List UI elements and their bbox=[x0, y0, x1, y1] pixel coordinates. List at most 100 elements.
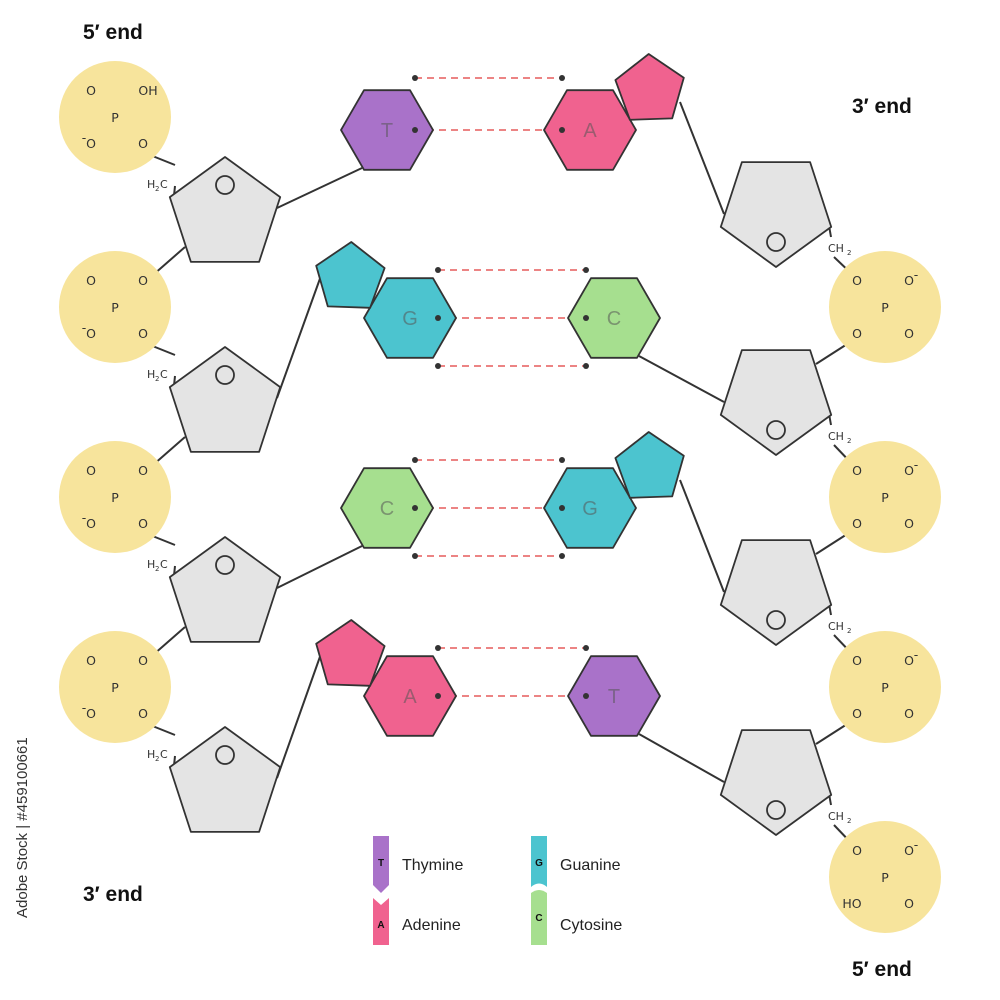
base-letter-T: T bbox=[381, 120, 393, 142]
glycosidic-bond bbox=[276, 167, 363, 209]
legend-swatch-adenine bbox=[373, 898, 389, 945]
base-T-hexagon bbox=[340, 89, 434, 171]
oxygen-atom: O bbox=[86, 273, 96, 288]
hydrogen-bonds bbox=[415, 77, 586, 697]
stock-watermark: Adobe Stock | #459100661 bbox=[14, 737, 31, 918]
base-letter-G: G bbox=[402, 308, 418, 330]
oxygen-atom: O bbox=[86, 463, 96, 478]
oxygen-atom: O bbox=[138, 516, 148, 531]
oxygen-atom: O bbox=[904, 463, 914, 478]
oxygen-atom: O bbox=[852, 706, 862, 721]
hydrogen-bond-endpoint bbox=[583, 363, 589, 369]
hydrogen-bond-endpoint bbox=[412, 127, 418, 133]
base-T-hexagon bbox=[567, 655, 661, 737]
nitrogenous-bases bbox=[315, 53, 685, 737]
legend-letter-adenine: A bbox=[377, 920, 384, 931]
base-G-pentagon bbox=[315, 241, 386, 309]
h2c-label: H bbox=[147, 178, 155, 191]
hydrogen-bond-endpoint bbox=[559, 553, 565, 559]
phosphorus-atom: P bbox=[881, 300, 889, 315]
h2c-label: C bbox=[160, 368, 168, 381]
sugar-ring-oxygen bbox=[215, 745, 235, 765]
legend-item-guanine: G Guanine bbox=[531, 836, 621, 887]
sugar-ring-oxygen bbox=[215, 555, 235, 575]
legend-swatch-thymine bbox=[373, 836, 389, 893]
sugar-pentagon bbox=[719, 161, 833, 268]
sugar-pentagon bbox=[719, 729, 833, 836]
hydroxyl-group: OH bbox=[138, 83, 157, 98]
hydrogen-bond-endpoint bbox=[583, 315, 589, 321]
hydroxyl-group: HO bbox=[842, 896, 861, 911]
hydrogen-bond-endpoint bbox=[412, 553, 418, 559]
negative-charge: - bbox=[914, 457, 919, 472]
sugar-pentagon bbox=[168, 346, 282, 453]
legend-item-cytosine: C Cytosine bbox=[531, 890, 622, 945]
oxygen-atom: O bbox=[86, 516, 96, 531]
phosphorus-atom: P bbox=[111, 300, 119, 315]
ch2-subscript: 2 bbox=[847, 437, 851, 445]
hydrogen-bond-endpoint bbox=[412, 457, 418, 463]
base-letter-A: A bbox=[403, 686, 417, 708]
oxygen-atom: O bbox=[86, 136, 96, 151]
legend-item-thymine: T Thymine bbox=[373, 836, 463, 893]
base-A-pentagon bbox=[614, 53, 685, 121]
oxygen-atom: O bbox=[904, 706, 914, 721]
oxygen-atom: O bbox=[138, 653, 148, 668]
base-G-pentagon bbox=[614, 431, 685, 499]
oxygen-atom: O bbox=[138, 463, 148, 478]
base-G-hexagon bbox=[543, 467, 637, 549]
phosphate-circle bbox=[829, 631, 941, 743]
negative-charge: - bbox=[82, 510, 87, 525]
ch2-label: CH bbox=[828, 810, 844, 823]
negative-charge: - bbox=[914, 837, 919, 852]
ch2-label: CH bbox=[828, 620, 844, 633]
h2c-subscript: 2 bbox=[155, 185, 159, 193]
base-letter-C: C bbox=[607, 308, 621, 330]
oxygen-atom: O bbox=[86, 83, 96, 98]
sugar-pentagon bbox=[168, 156, 282, 263]
legend-swatch-guanine bbox=[531, 836, 547, 887]
oxygen-atom: O bbox=[904, 273, 914, 288]
glycosidic-bond bbox=[276, 650, 323, 779]
legend-label-adenine: Adenine bbox=[402, 917, 461, 934]
sugar-ring-oxygen bbox=[766, 420, 786, 440]
base-A-hexagon bbox=[543, 89, 637, 171]
h2c-label: C bbox=[160, 178, 168, 191]
oxygen-atom: O bbox=[138, 326, 148, 341]
hydrogen-bond-endpoint bbox=[559, 505, 565, 511]
glycosidic-bond bbox=[679, 101, 725, 215]
h2c-subscript: 2 bbox=[155, 565, 159, 573]
hydrogen-bond-endpoint bbox=[435, 693, 441, 699]
hydrogen-bond-endpoint bbox=[412, 75, 418, 81]
hydrogen-bond-endpoint bbox=[412, 505, 418, 511]
oxygen-atom: O bbox=[852, 653, 862, 668]
phosphate-circle bbox=[829, 441, 941, 553]
glycosidic-bond bbox=[638, 355, 725, 403]
legend-item-adenine: A Adenine bbox=[373, 898, 461, 945]
phosphate-circle bbox=[59, 251, 171, 363]
negative-charge: - bbox=[82, 130, 87, 145]
oxygen-atom: O bbox=[852, 326, 862, 341]
sugar-ring-oxygen bbox=[766, 232, 786, 252]
oxygen-atom: O bbox=[86, 653, 96, 668]
legend: T Thymine A Adenine G Guanine C Cytosine bbox=[373, 836, 622, 945]
sugar-ring-oxygen bbox=[215, 365, 235, 385]
legend-label-thymine: Thymine bbox=[402, 857, 463, 874]
oxygen-atom: O bbox=[852, 463, 862, 478]
hydrogen-bond-endpoint bbox=[559, 75, 565, 81]
hydrogen-bond-endpoint bbox=[583, 267, 589, 273]
left-strand-5-prime-label: 5′ end bbox=[83, 21, 143, 44]
phosphorus-atom: P bbox=[881, 870, 889, 885]
sugar-ring-oxygen bbox=[766, 610, 786, 630]
sugar-pentagon bbox=[719, 539, 833, 646]
right-strand-5-prime-label: 5′ end bbox=[852, 958, 912, 981]
base-letter-T: T bbox=[608, 686, 620, 708]
h2c-label: C bbox=[160, 558, 168, 571]
phosphate-groups bbox=[59, 61, 941, 933]
oxygen-atom: O bbox=[904, 896, 914, 911]
phosphorus-atom: P bbox=[881, 490, 889, 505]
legend-letter-thymine: T bbox=[378, 858, 384, 869]
oxygen-atom: O bbox=[852, 516, 862, 531]
oxygen-atom: O bbox=[86, 326, 96, 341]
h2c-label: H bbox=[147, 748, 155, 761]
